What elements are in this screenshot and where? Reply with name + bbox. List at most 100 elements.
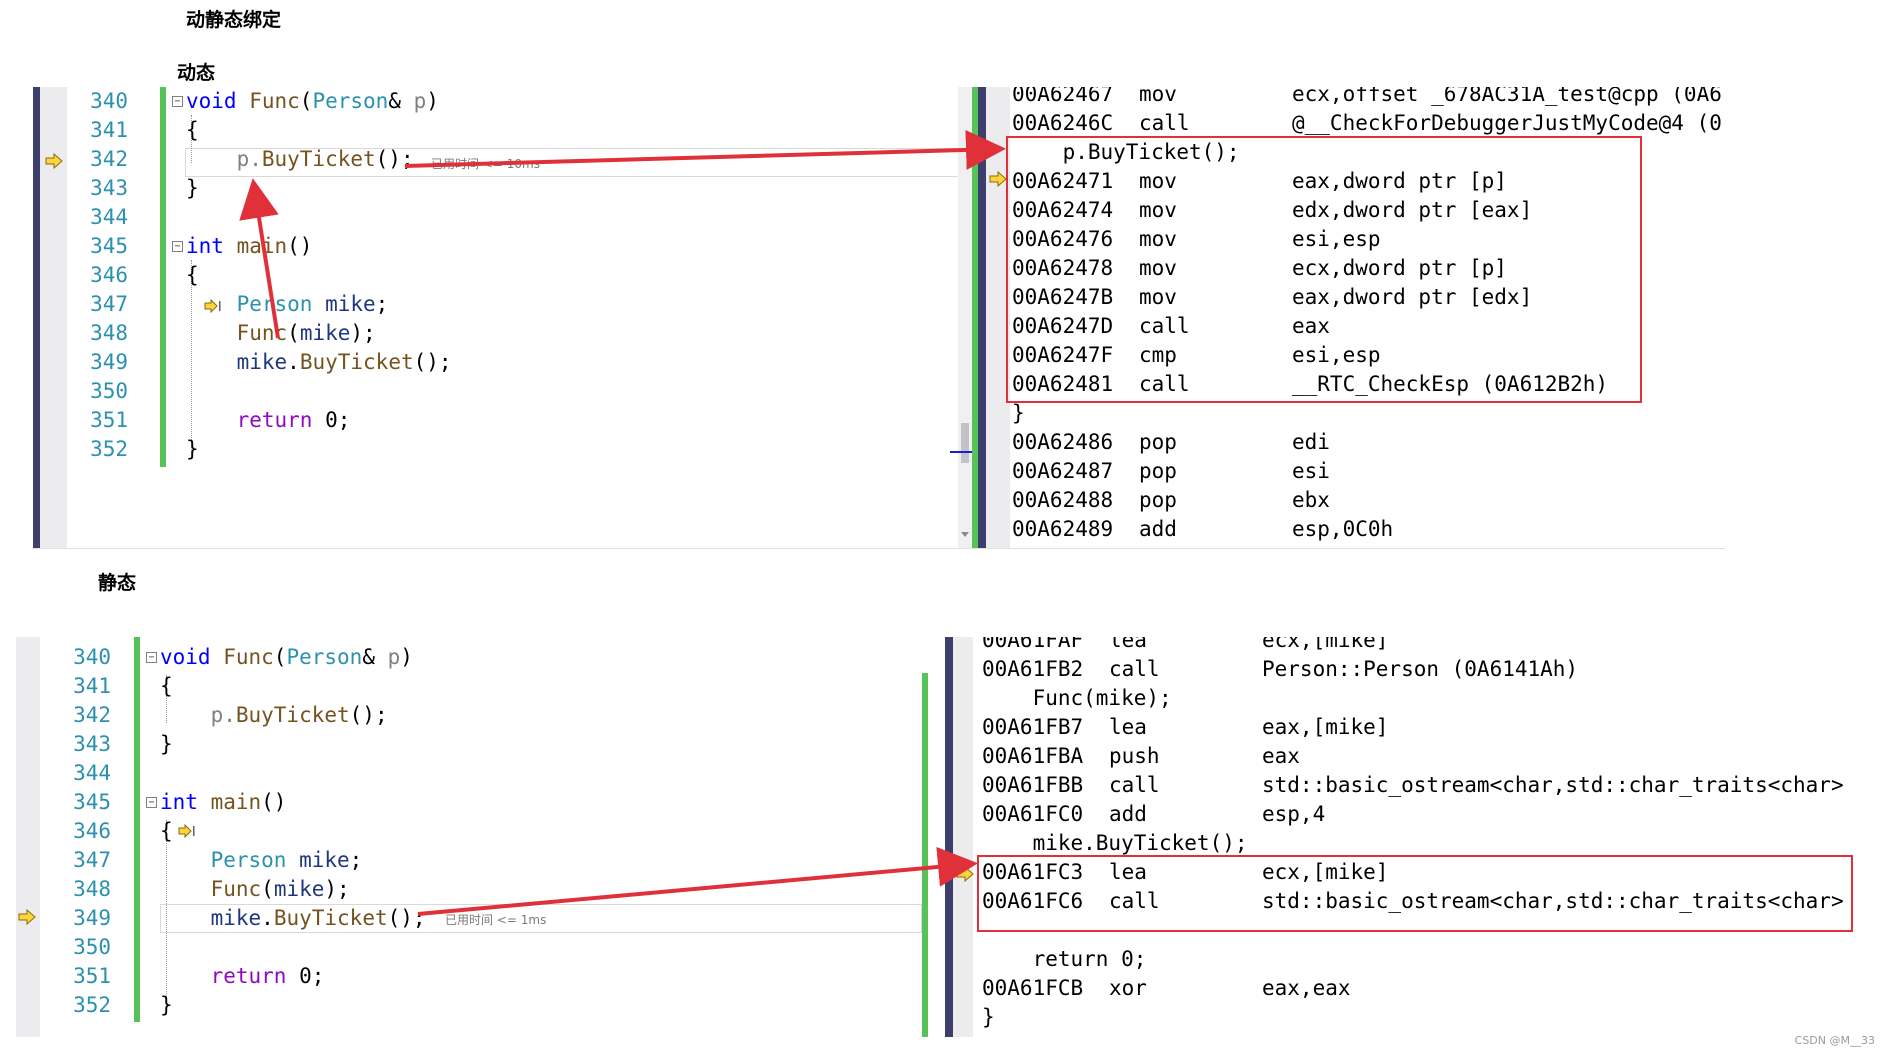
disasm-line[interactable]: }: [1012, 399, 1732, 428]
line-number: 352: [90, 437, 128, 461]
code-line[interactable]: 350: [16, 933, 926, 962]
code-line[interactable]: 348 Func(mike);: [33, 319, 958, 348]
static-collapse-main-icon[interactable]: −: [146, 797, 157, 808]
static-collapse-func-icon[interactable]: −: [146, 652, 157, 663]
dynamic-scroll-down-icon[interactable]: [961, 532, 969, 537]
code-line[interactable]: 346{: [16, 817, 926, 846]
code-line[interactable]: 344: [33, 203, 958, 232]
disasm-operands: ecx,dword ptr [p]: [1292, 256, 1507, 280]
code-line[interactable]: 351 return 0;: [16, 962, 926, 991]
code-token: }: [186, 176, 199, 200]
code-text: void Func(Person& p): [160, 643, 413, 672]
code-text: p.BuyTicket();: [160, 701, 388, 730]
code-token: (: [287, 321, 300, 345]
code-text: return 0;: [186, 406, 351, 435]
code-line[interactable]: 346{: [33, 261, 958, 290]
dynamic-indent-guide: [191, 115, 192, 163]
disasm-operands: edi: [1292, 430, 1330, 454]
code-line[interactable]: 344: [16, 759, 926, 788]
code-line[interactable]: 341 {: [16, 672, 926, 701]
code-line[interactable]: 341{: [33, 116, 958, 145]
code-text: mike.BuyTicket();: [186, 348, 452, 377]
code-line[interactable]: 349 mike.BuyTicket();: [33, 348, 958, 377]
code-token: Func: [236, 321, 288, 345]
dynamic-scroll-marker: [950, 451, 972, 453]
code-line[interactable]: 347 Person mike;: [33, 290, 958, 319]
code-token: BuyTicket: [235, 703, 350, 727]
code-line[interactable]: 350: [33, 377, 958, 406]
disasm-line[interactable]: Func(mike);: [982, 684, 1862, 713]
line-number: 345: [73, 790, 111, 814]
disasm-operands: __RTC_CheckEsp (0A612B2h): [1292, 372, 1609, 396]
code-token: .: [261, 906, 274, 930]
disasm-opcode: pop: [1139, 488, 1177, 512]
static-indent-guide: [166, 675, 167, 723]
disasm-line[interactable]: mike.BuyTicket();: [982, 829, 1862, 858]
line-number: 350: [73, 935, 111, 959]
code-line[interactable]: 342 p.BuyTicket();: [33, 145, 958, 174]
disasm-source-line: mike.BuyTicket();: [982, 831, 1248, 855]
dynamic-disasm-margin: [978, 87, 986, 549]
disasm-line[interactable]: return 0;: [982, 945, 1862, 974]
code-line[interactable]: 342 p.BuyTicket();: [16, 701, 926, 730]
dynamic-code-scrollbar-thumb[interactable]: [961, 423, 969, 463]
code-token: p: [413, 89, 427, 113]
disasm-opcode: cmp: [1139, 343, 1177, 367]
disasm-address: 00A6246C: [1012, 111, 1114, 135]
code-token: Person: [286, 645, 363, 669]
disasm-operands: ecx,[mike]: [1262, 637, 1389, 652]
code-line[interactable]: 343}: [16, 730, 926, 759]
dynamic-collapse-func-icon[interactable]: −: [172, 96, 183, 107]
code-line[interactable]: 348 Func(mike);: [16, 875, 926, 904]
disasm-operands: edx,dword ptr [eax]: [1292, 198, 1533, 222]
code-line[interactable]: 351 return 0;: [33, 406, 958, 435]
disasm-operands: eax: [1292, 314, 1330, 338]
code-line[interactable]: 347 Person mike;: [16, 846, 926, 875]
code-text: Person mike;: [186, 290, 389, 319]
code-line[interactable]: 352}: [16, 991, 926, 1020]
code-line[interactable]: 343}: [33, 174, 958, 203]
dynamic-collapse-main-icon[interactable]: −: [172, 241, 183, 252]
code-token: (): [287, 234, 313, 258]
code-token: ();: [375, 147, 414, 171]
code-token: {: [160, 674, 173, 698]
disasm-opcode: lea: [1109, 637, 1147, 652]
code-line[interactable]: 352}: [33, 435, 958, 464]
code-line[interactable]: 349 mike.BuyTicket();: [16, 904, 926, 933]
disasm-operands: ecx,offset _678AC31A_test@cpp (0A6: [1292, 87, 1722, 106]
dynamic-code-scrollbar[interactable]: [958, 87, 972, 549]
line-number: 341: [73, 674, 111, 698]
code-text: Func(mike);: [160, 875, 350, 904]
disasm-address: 00A6247F: [1012, 343, 1114, 367]
disasm-line[interactable]: }: [982, 1003, 1862, 1032]
disasm-line[interactable]: p.BuyTicket();: [1012, 138, 1732, 167]
